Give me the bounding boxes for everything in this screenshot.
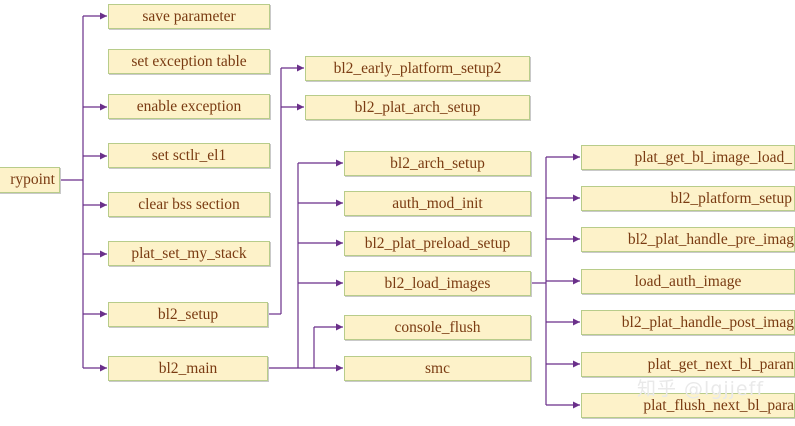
node-entrypoint-label: rypoint — [10, 171, 55, 188]
node-bl2-load-images: bl2_load_images — [344, 271, 531, 296]
node-bl2-early-platform-setup2: bl2_early_platform_setup2 — [305, 56, 530, 81]
node-bl2-plat-handle-pre-image: bl2_plat_handle_pre_imag — [581, 227, 795, 252]
node-bl2-plat-handle-post-image: bl2_plat_handle_post_imag — [581, 310, 795, 335]
node-clear-bss-section: clear bss section — [108, 192, 270, 217]
node-bl2-plat-arch-setup: bl2_plat_arch_setup — [305, 95, 530, 120]
node-bl2-arch-setup: bl2_arch_setup — [344, 151, 531, 176]
node-set-sctlr-el1: set sctlr_el1 — [108, 143, 270, 168]
node-plat-flush-next-bl-params: plat_flush_next_bl_para — [581, 393, 795, 418]
node-set-exception-table: set exception table — [108, 49, 270, 74]
node-entrypoint: rypoint — [0, 167, 60, 193]
node-console-flush: console_flush — [344, 315, 531, 340]
node-bl2-main: bl2_main — [108, 356, 268, 381]
node-smc: smc — [344, 356, 531, 381]
watermark: 知乎 @lgjjeff — [637, 378, 765, 400]
node-plat-set-my-stack: plat_set_my_stack — [108, 241, 270, 266]
node-plat-get-next-bl-params: plat_get_next_bl_paran — [581, 352, 795, 377]
node-auth-mod-init: auth_mod_init — [344, 191, 531, 216]
node-save-parameter: save parameter — [108, 4, 270, 29]
node-bl2-plat-preload-setup: bl2_plat_preload_setup — [344, 231, 531, 256]
node-load-auth-image: load_auth_image — [581, 269, 795, 294]
node-bl2-setup: bl2_setup — [108, 302, 268, 327]
node-bl2-platform-setup: bl2_platform_setup — [581, 186, 795, 211]
node-enable-exception: enable exception — [108, 94, 270, 119]
node-plat-get-bl-image-load: plat_get_bl_image_load_ — [581, 145, 795, 170]
